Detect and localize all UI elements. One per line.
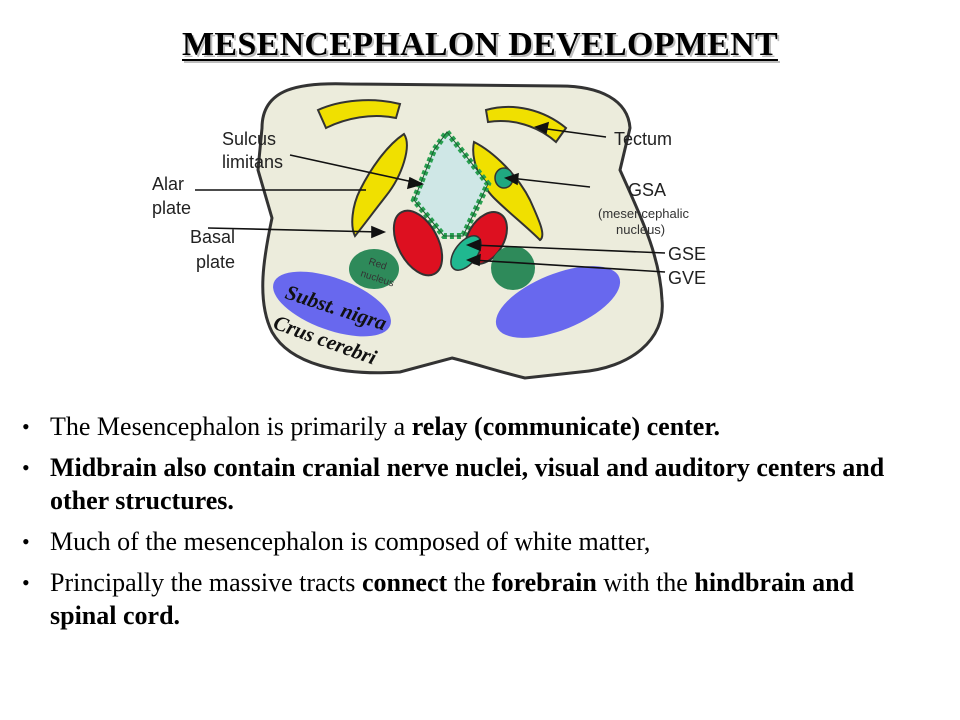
gsa-sub-label-1: (mesencephalic bbox=[598, 206, 690, 221]
gsa-label: GSA bbox=[628, 180, 666, 200]
alar-plate-left bbox=[351, 132, 408, 238]
basal-plate-label-1: Basal bbox=[190, 227, 235, 247]
bullet-text: The Mesencephalon is primarily a bbox=[50, 412, 412, 441]
bullet-text: Principally the massive tracts bbox=[50, 568, 362, 597]
bullet-text-bold: hindbrain and spinal cord. bbox=[50, 568, 855, 630]
bullet-item: • Much of the mesencephalon is composed … bbox=[22, 525, 922, 558]
gsa-sub-label-2: nucleus) bbox=[616, 222, 665, 237]
bullet-text-bold: Midbrain also contain cranial nerve nucl… bbox=[50, 453, 885, 515]
bullet-text-bold: relay (communicate) center. bbox=[411, 412, 720, 441]
mesencephalon-diagram: Sulcus limitans Alar plate Basal plate T… bbox=[152, 82, 706, 380]
alar-plate-label-2: plate bbox=[152, 198, 191, 218]
bullet-text-bold: forebrain bbox=[491, 568, 597, 597]
bullet-item: • Principally the massive tracts connect… bbox=[22, 566, 922, 632]
bullet-item: • Midbrain also contain cranial nerve nu… bbox=[22, 451, 922, 517]
gse-label: GSE bbox=[668, 244, 706, 264]
subst-nigra-left bbox=[273, 271, 391, 337]
alar-plate-label-1: Alar bbox=[152, 174, 184, 194]
sulcus-limitans-label-1: Sulcus bbox=[222, 129, 276, 149]
tectum-left bbox=[316, 99, 402, 130]
slide-title: MESENCEPHALON DEVELOPMENT bbox=[182, 26, 778, 63]
basal-plate-left bbox=[392, 209, 444, 277]
bullet-item: • The Mesencephalon is primarily a relay… bbox=[22, 410, 922, 443]
bullet-text: with the bbox=[596, 568, 695, 597]
gve-label: GVE bbox=[668, 268, 706, 288]
bullet-dot: • bbox=[22, 570, 30, 595]
bullet-text: Much of the mesencephalon is composed of… bbox=[50, 527, 651, 556]
sulcus-limitans-label-2: limitans bbox=[222, 152, 283, 172]
red-nucleus-label-1: Red bbox=[367, 256, 388, 272]
label-leader-lines bbox=[195, 121, 666, 273]
gve-nucleus bbox=[491, 246, 535, 290]
basal-plate-label-2: plate bbox=[196, 252, 235, 272]
subst-nigra-right bbox=[495, 266, 621, 338]
bullet-list: • The Mesencephalon is primarily a relay… bbox=[22, 410, 922, 640]
bullet-dot: • bbox=[22, 414, 30, 439]
red-nucleus bbox=[349, 249, 399, 289]
bullet-text-bold: connect bbox=[361, 568, 448, 597]
bullet-dot: • bbox=[22, 455, 30, 480]
tectum-label: Tectum bbox=[614, 129, 672, 149]
bullet-text: the bbox=[447, 568, 492, 597]
bullet-dot: • bbox=[22, 529, 30, 554]
